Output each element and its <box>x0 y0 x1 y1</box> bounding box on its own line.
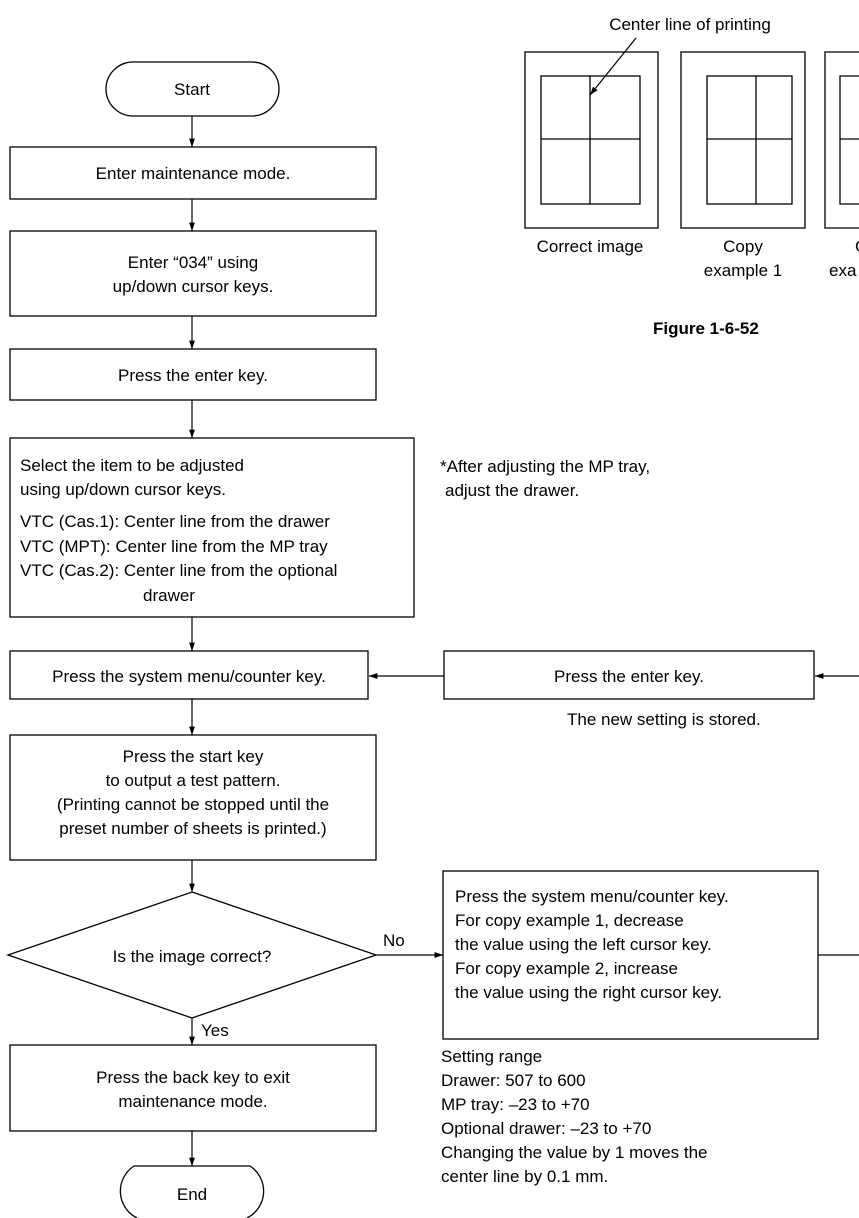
correct-image-sample <box>524 51 659 229</box>
end-label: End <box>177 1185 207 1204</box>
step-enter-maintenance-mode: Enter maintenance mode. <box>9 146 377 200</box>
step-text-line4: preset number of sheets is printed.) <box>59 819 326 838</box>
end-terminal: End <box>119 1165 265 1218</box>
mp-note-line1: *After adjusting the MP tray, <box>440 457 650 476</box>
range-line3: MP tray: –23 to +70 <box>441 1095 590 1114</box>
step-text-line1: Press the back key to exit <box>96 1068 290 1087</box>
step-text-line1: Enter “034” using <box>128 253 258 272</box>
setting-range-note: Setting range Drawer: 507 to 600 MP tray… <box>441 1047 708 1186</box>
step-text: Enter maintenance mode. <box>96 164 291 183</box>
copy-example-2-label-line1: C <box>855 237 859 256</box>
copy-example-2-label-line2: exa <box>829 261 857 280</box>
range-line1: Setting range <box>441 1047 542 1066</box>
step-text-line1: Press the start key <box>123 747 264 766</box>
mp-tray-note: *After adjusting the MP tray, adjust the… <box>440 457 650 500</box>
center-line-label: Center line of printing <box>609 15 771 34</box>
copy-example-1-label-line2: example 1 <box>704 261 782 280</box>
step-adjust-value: Press the system menu/counter key. For c… <box>442 870 819 1040</box>
step-text-line1: Press the system menu/counter key. <box>455 887 729 906</box>
step-text-line4: VTC (MPT): Center line from the MP tray <box>20 537 328 556</box>
step-press-enter-key: Press the enter key. <box>9 348 377 401</box>
start-terminal: Start <box>105 61 280 117</box>
step-press-enter-key-right: Press the enter key. <box>443 650 815 700</box>
step-text-line3: VTC (Cas.1): Center line from the drawer <box>20 512 330 531</box>
step-press-back-key: Press the back key to exit maintenance m… <box>9 1044 377 1132</box>
step-enter-034: Enter “034” using up/down cursor keys. <box>9 230 377 317</box>
center-line-leader <box>589 37 637 96</box>
step-text-line3: the value using the left cursor key. <box>455 935 712 954</box>
center-line-figure: Center line of printing Correct image Co… <box>524 15 859 338</box>
correct-image-label: Correct image <box>537 237 644 256</box>
step-text-line5: VTC (Cas.2): Center line from the option… <box>20 561 337 580</box>
step-select-item: Select the item to be adjusted using up/… <box>9 437 415 618</box>
decision-text: Is the image correct? <box>113 947 272 966</box>
copy-example-2-sample <box>824 51 859 229</box>
step-text: Press the system menu/counter key. <box>52 667 326 686</box>
range-line2: Drawer: 507 to 600 <box>441 1071 586 1090</box>
step-text-line3: (Printing cannot be stopped until the <box>57 795 329 814</box>
step-text: Press the enter key. <box>118 366 268 385</box>
step-text-line2: up/down cursor keys. <box>113 277 274 296</box>
no-label: No <box>383 931 405 950</box>
decision-image-correct: Is the image correct? <box>5 891 379 1019</box>
step-text: Press the enter key. <box>554 667 704 686</box>
copy-example-1-label-line1: Copy <box>723 237 763 256</box>
step-text-line2: For copy example 1, decrease <box>455 911 684 930</box>
setting-stored-note: The new setting is stored. <box>567 710 761 729</box>
yes-label: Yes <box>201 1021 229 1040</box>
step-text-line2: to output a test pattern. <box>106 771 281 790</box>
step-text-line1: Select the item to be adjusted <box>20 456 244 475</box>
mp-note-line2: adjust the drawer. <box>445 481 579 500</box>
step-text-line5: the value using the right cursor key. <box>455 983 722 1002</box>
step-text-line2: using up/down cursor keys. <box>20 480 226 499</box>
figure-caption: Figure 1-6-52 <box>653 319 759 338</box>
range-line6: center line by 0.1 mm. <box>441 1167 608 1186</box>
range-line5: Changing the value by 1 moves the <box>441 1143 708 1162</box>
step-text-line6: drawer <box>143 586 195 605</box>
step-press-start-key: Press the start key to output a test pat… <box>9 734 377 861</box>
step-text-line4: For copy example 2, increase <box>455 959 678 978</box>
step-press-system-menu: Press the system menu/counter key. <box>9 650 369 700</box>
start-label: Start <box>174 80 210 99</box>
step-text-line2: maintenance mode. <box>118 1092 267 1111</box>
range-line4: Optional drawer: –23 to +70 <box>441 1119 651 1138</box>
copy-example-1-sample <box>680 51 806 229</box>
